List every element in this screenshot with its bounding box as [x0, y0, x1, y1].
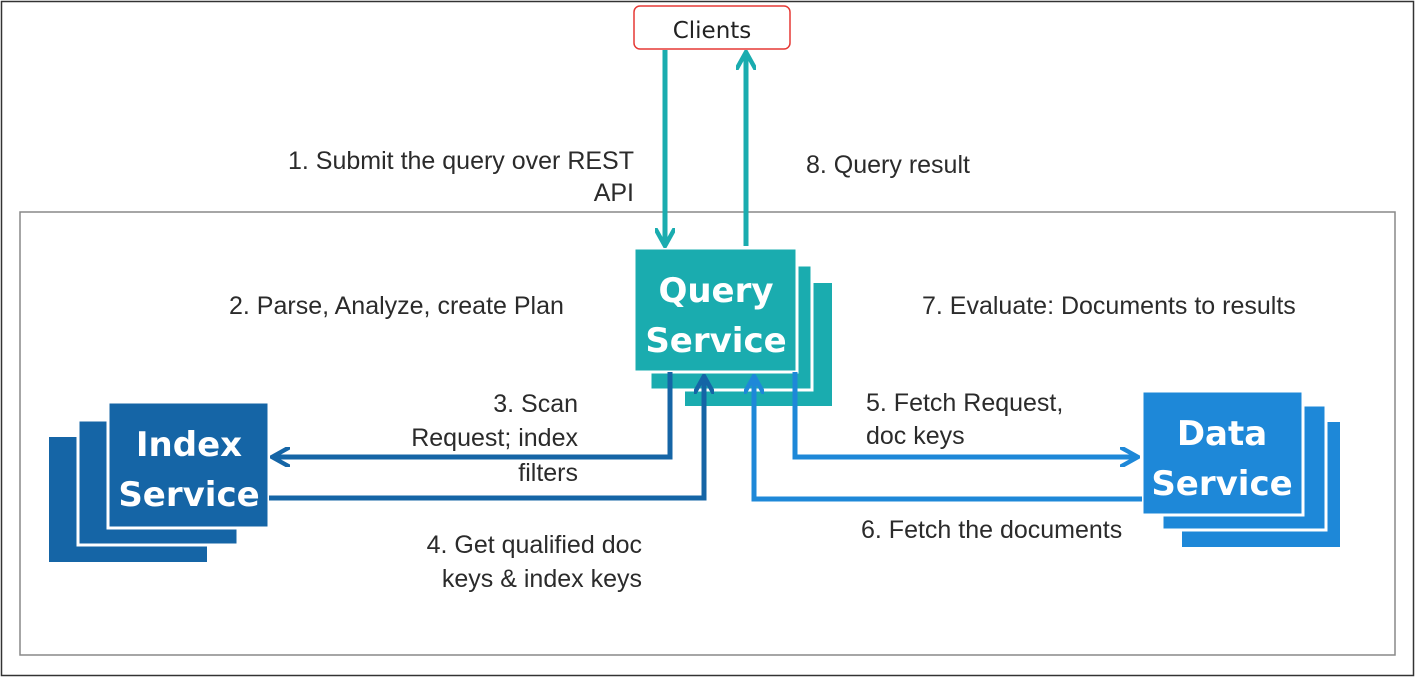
step-4-label-line2: keys & index keys	[442, 565, 642, 593]
arrow-scan-request	[276, 372, 673, 457]
step-5-label-line1: 5. Fetch Request,	[866, 389, 1063, 417]
index-service-box: Index Service	[49, 400, 271, 562]
step-5-label-line2: doc keys	[866, 422, 965, 450]
clients-box: Clients	[633, 5, 791, 50]
step-4-label-line1: 4. Get qualified doc	[427, 531, 642, 559]
query-service-box: Query Service	[632, 246, 832, 406]
step-6-label: 6. Fetch the documents	[861, 516, 1122, 544]
index-service-label-line2: Service	[118, 475, 259, 515]
system-frame	[19, 211, 1396, 656]
step-3-label-line2: Request; index	[411, 424, 578, 452]
step-1-label-line1: 1. Submit the query over REST	[288, 147, 634, 175]
step-1-label-line2: API	[594, 179, 634, 207]
arrow-fetch-request	[792, 372, 1134, 457]
step-2-label: 2. Parse, Analyze, create Plan	[229, 292, 564, 320]
data-service-label-line2: Service	[1151, 464, 1292, 504]
data-service-label-line1: Data	[1177, 414, 1267, 454]
query-service-label-line2: Service	[645, 321, 786, 361]
query-service-label-line1: Query	[658, 271, 773, 311]
step-7-label: 7. Evaluate: Documents to results	[922, 292, 1296, 320]
step-8-label: 8. Query result	[806, 151, 970, 179]
arrow-fetch-documents	[754, 380, 1142, 502]
clients-label: Clients	[673, 18, 752, 44]
step-3-label-line3: filters	[518, 459, 578, 487]
step-3-label-line1: 3. Scan	[493, 390, 578, 418]
arrow-qualified-keys	[269, 380, 704, 501]
index-service-label-line1: Index	[136, 425, 242, 465]
data-service-box: Data Service	[1140, 389, 1340, 547]
